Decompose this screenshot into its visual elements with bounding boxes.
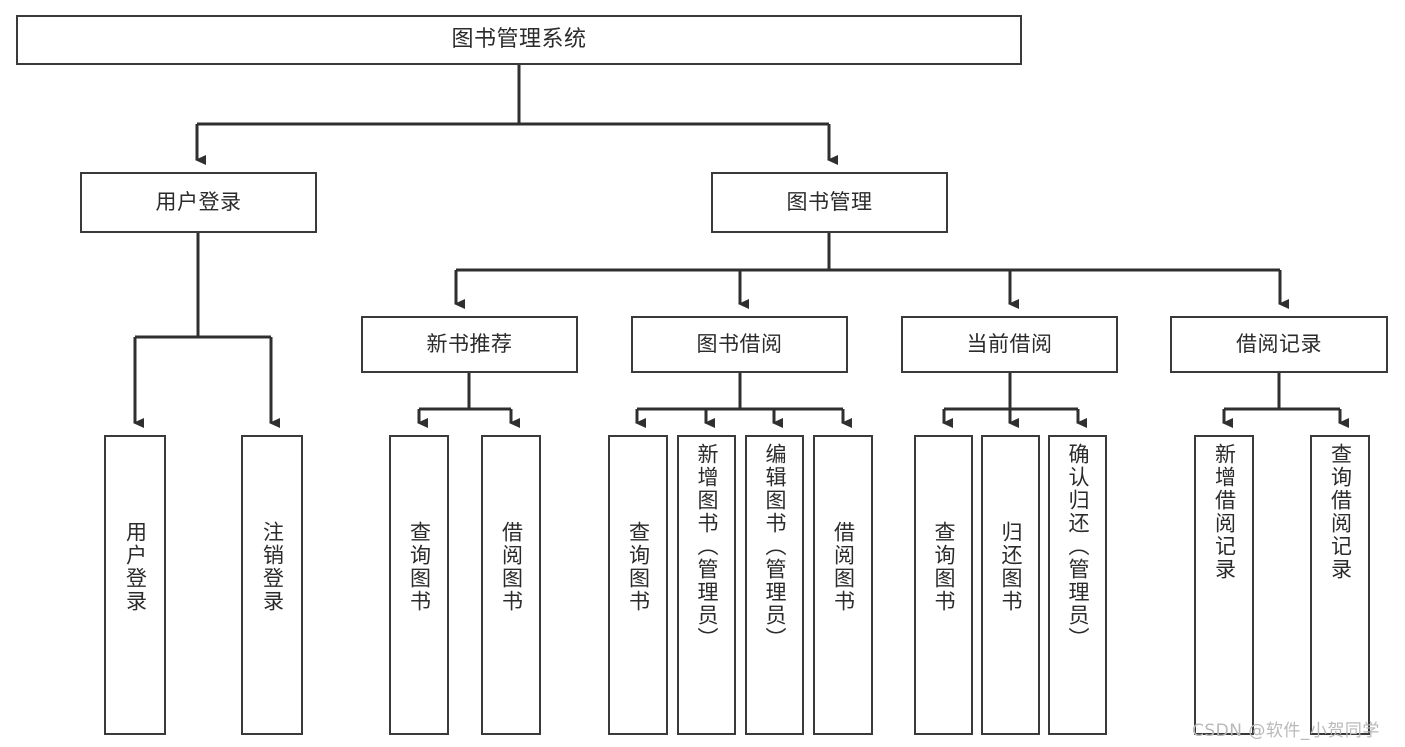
leaf-query-book-current[interactable]: 查询图书: [914, 435, 973, 735]
leaf-user-login[interactable]: 用户登录: [104, 435, 166, 735]
node-label: 图书借阅: [696, 332, 783, 357]
leaf-query-book-new-recommend[interactable]: 查询图书: [389, 435, 449, 735]
leaf-edit-book-admin[interactable]: 编辑图书（管理员）: [745, 435, 804, 735]
node-label: 用户登录: [155, 190, 242, 215]
node-label: 编辑图书（管理员）: [763, 443, 787, 650]
node-label: 查询图书: [626, 521, 651, 613]
node-label: 图书管理: [786, 190, 873, 215]
leaf-borrow-book-borrowing[interactable]: 借阅图书: [813, 435, 873, 735]
leaf-query-borrow-record[interactable]: 查询借阅记录: [1310, 435, 1370, 735]
node-root-book-management-system[interactable]: 图书管理系统: [16, 15, 1022, 65]
leaf-query-book-borrowing[interactable]: 查询图书: [608, 435, 668, 735]
node-borrow-records[interactable]: 借阅记录: [1170, 316, 1388, 373]
node-label: 图书管理系统: [451, 27, 587, 53]
node-label: 新增借阅记录: [1212, 443, 1237, 581]
node-label: 查询图书: [407, 521, 432, 613]
node-label: 当前借阅: [966, 332, 1053, 357]
node-label: 用户登录: [123, 521, 148, 613]
node-label: 借阅图书: [831, 521, 856, 613]
node-book-borrowing[interactable]: 图书借阅: [631, 316, 848, 373]
node-label: 新增图书（管理员）: [695, 443, 719, 650]
node-label: 查询图书: [932, 521, 956, 613]
node-label: 借阅图书: [499, 521, 524, 613]
node-current-borrowing[interactable]: 当前借阅: [901, 316, 1118, 373]
leaf-return-book[interactable]: 归还图书: [981, 435, 1040, 735]
node-book-management[interactable]: 图书管理: [711, 172, 948, 233]
leaf-add-book-admin[interactable]: 新增图书（管理员）: [677, 435, 736, 735]
leaf-add-borrow-record[interactable]: 新增借阅记录: [1194, 435, 1254, 735]
node-label: 新书推荐: [426, 332, 513, 357]
leaf-confirm-return-admin[interactable]: 确认归还（管理员）: [1048, 435, 1107, 735]
node-label: 注销登录: [260, 521, 285, 613]
node-label: 归还图书: [999, 521, 1023, 613]
node-label: 借阅记录: [1236, 332, 1322, 357]
node-label: 查询借阅记录: [1328, 443, 1353, 581]
node-new-book-recommendation[interactable]: 新书推荐: [361, 316, 578, 373]
leaf-borrow-book-new-recommend[interactable]: 借阅图书: [481, 435, 541, 735]
watermark-csdn: CSDN @软件_小贺同学: [1192, 721, 1380, 741]
node-label: 确认归还（管理员）: [1066, 443, 1090, 650]
leaf-logout[interactable]: 注销登录: [241, 435, 303, 735]
node-user-login[interactable]: 用户登录: [80, 172, 317, 233]
